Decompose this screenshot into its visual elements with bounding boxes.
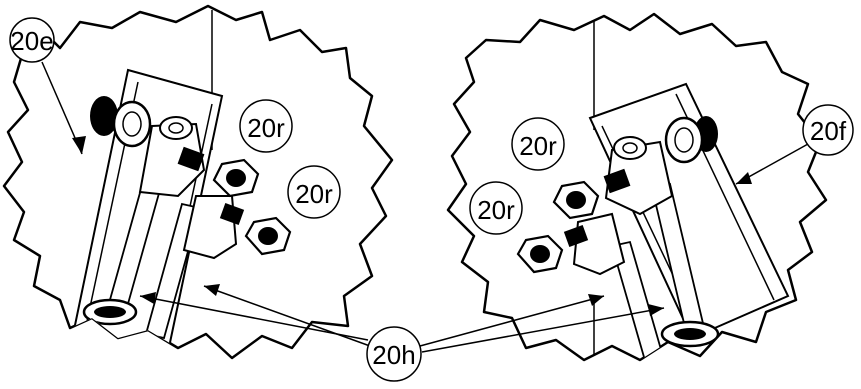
callout-20h-leader-3: [419, 295, 605, 347]
callout-20h-group: 20h: [139, 284, 665, 382]
callout-20r-right-a-circle: [511, 117, 565, 171]
callout-20e-arrowhead: [72, 136, 86, 154]
callout-20h-arrowhead-1: [140, 292, 156, 304]
callout-20h-arrowhead-4: [648, 304, 664, 316]
right-threaded-stud-upper: [603, 168, 631, 194]
callout-20f-arrowhead: [736, 172, 752, 184]
callout-20f-circle: [802, 104, 854, 156]
callout-20r-left-a-circle: [239, 99, 293, 153]
left-base-hole: [94, 306, 126, 318]
right-detail-view: 20r 20r 20f: [446, 12, 854, 362]
callout-20h-leader-1: [139, 295, 369, 341]
left-detail-view: 20e 20r 20r: [2, 4, 394, 360]
right-clamp-top-hole: [622, 142, 638, 154]
left-threaded-stud-lower: [219, 203, 245, 225]
left-fitting-back: [90, 96, 118, 136]
callout-20h-leader-4: [421, 307, 665, 353]
right-base-hole: [674, 328, 706, 340]
callout-20h-arrowhead-2: [204, 284, 220, 296]
callout-20h-leader-2: [203, 285, 371, 347]
right-threaded-stud-lower: [563, 225, 589, 247]
left-threaded-stud-upper: [177, 146, 205, 172]
callout-20f-label: 20f: [810, 116, 847, 146]
right-nut-upper-hole: [566, 191, 586, 209]
left-fitting-bore: [122, 111, 142, 137]
left-clamp-top-hole: [168, 122, 184, 134]
callout-20e-label: 20e: [10, 26, 53, 56]
right-clamp-block-upper: [604, 140, 674, 216]
callout-20h-circle: [366, 326, 422, 382]
callout-20r-left-a-label: 20r: [247, 113, 285, 143]
callout-20r-right-b-label: 20r: [477, 195, 515, 225]
right-clamp-block-lower: [572, 212, 626, 276]
callout-20r-left-b-circle: [287, 165, 341, 219]
callout-20r-right-a-label: 20r: [519, 131, 557, 161]
right-post-b: [610, 240, 666, 360]
callout-20r-left-b-label: 20r: [295, 179, 333, 209]
left-nut-upper-hole: [226, 169, 246, 187]
left-nut-lower-hole: [258, 227, 278, 245]
right-fitting-bore: [674, 127, 694, 153]
callout-20e-circle: [9, 17, 55, 63]
callout-20r-right-b-circle: [469, 181, 523, 235]
callout-20h-arrowhead-3: [588, 294, 604, 306]
right-nut-lower-hole: [530, 245, 550, 263]
right-bracket-assembly: [516, 20, 790, 360]
callout-20h-label: 20h: [372, 340, 415, 370]
